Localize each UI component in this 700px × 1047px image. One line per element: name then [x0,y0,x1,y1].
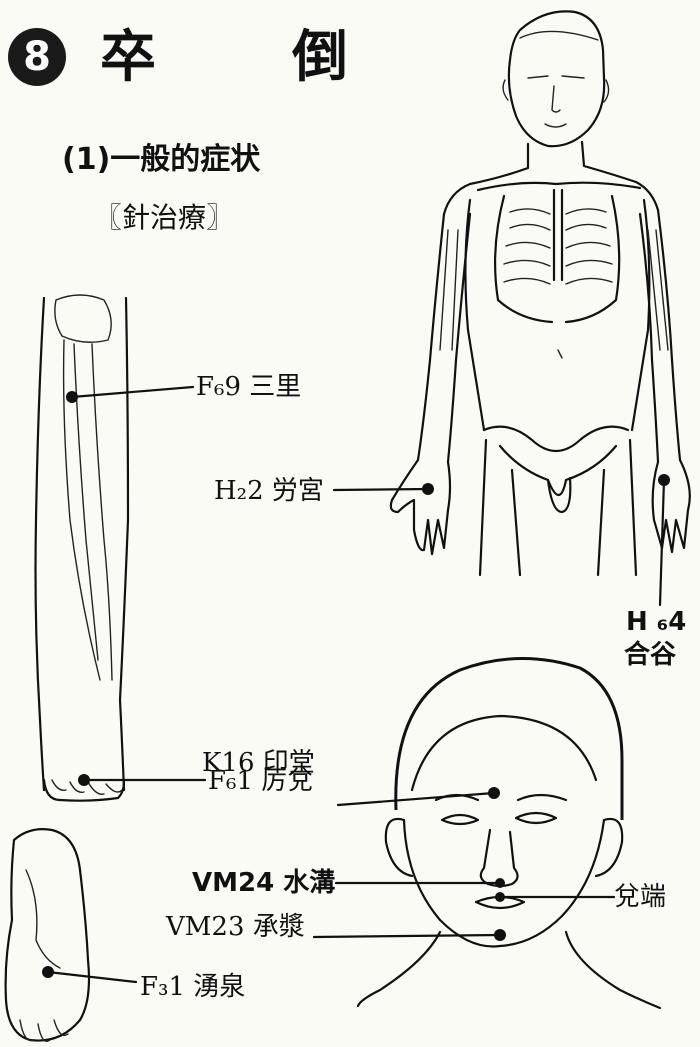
section-number-badge: 8 [8,28,66,86]
label-shuigou: VM24 水溝 [192,870,335,896]
page-title-char-1: 卒 [100,30,156,86]
label-laogong: H₂2 労宮 [214,478,324,504]
label-lidui: F₆1 厉兌 [208,768,313,794]
sole-figure [6,829,89,1041]
section-heading: 〖針治療〗 [94,196,234,236]
label-sanli: F₆9 三里 [196,374,301,400]
label-yongquan: F₃1 湧泉 [140,974,245,1000]
label-hegu-name: 合谷 [624,642,676,668]
label-duiduan: 兌端 [614,884,666,910]
label-chengjiang: VM23 承漿 [166,914,305,940]
page-title-char-2: 倒 [292,30,348,86]
subtitle: (1)一般的症状 [62,134,260,178]
label-hegu-code: H ₆4 [626,609,686,635]
face-figure [358,658,660,1008]
leg-figure [36,295,129,801]
body-figure [391,11,690,575]
